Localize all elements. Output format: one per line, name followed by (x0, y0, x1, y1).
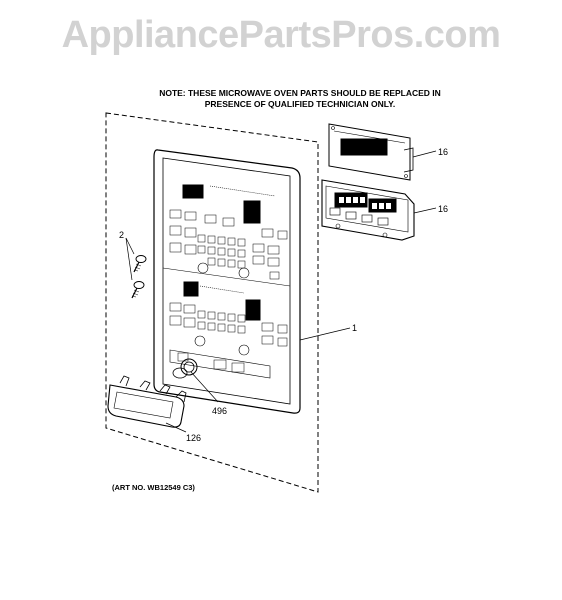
art-number: (ART NO. WB12549 C3) (112, 483, 195, 492)
callout-1: 1 (352, 323, 357, 333)
technician-note: NOTE: THESE MICROWAVE OVEN PARTS SHOULD … (150, 88, 450, 110)
control-board-upper (328, 123, 414, 181)
door-latch-handle (107, 375, 187, 428)
callout-126: 126 (186, 433, 201, 443)
technician-note-line-1: NOTE: THESE MICROWAVE OVEN PARTS SHOULD … (159, 88, 441, 98)
technician-note-line-2: PRESENCE OF QUALIFIED TECHNICIAN ONLY. (204, 99, 396, 109)
callout-16-lower: 16 (438, 204, 448, 214)
display-board-lower (321, 179, 415, 241)
control-panel (153, 149, 301, 414)
callout-16-upper: 16 (438, 147, 448, 157)
mounting-screws (131, 255, 147, 299)
callout-2: 2 (119, 230, 124, 240)
callout-496: 496 (212, 406, 227, 416)
leader-lines (125, 150, 437, 433)
watermark: AppliancePartsPros.com (61, 14, 501, 56)
assembly-boundary (105, 112, 319, 493)
